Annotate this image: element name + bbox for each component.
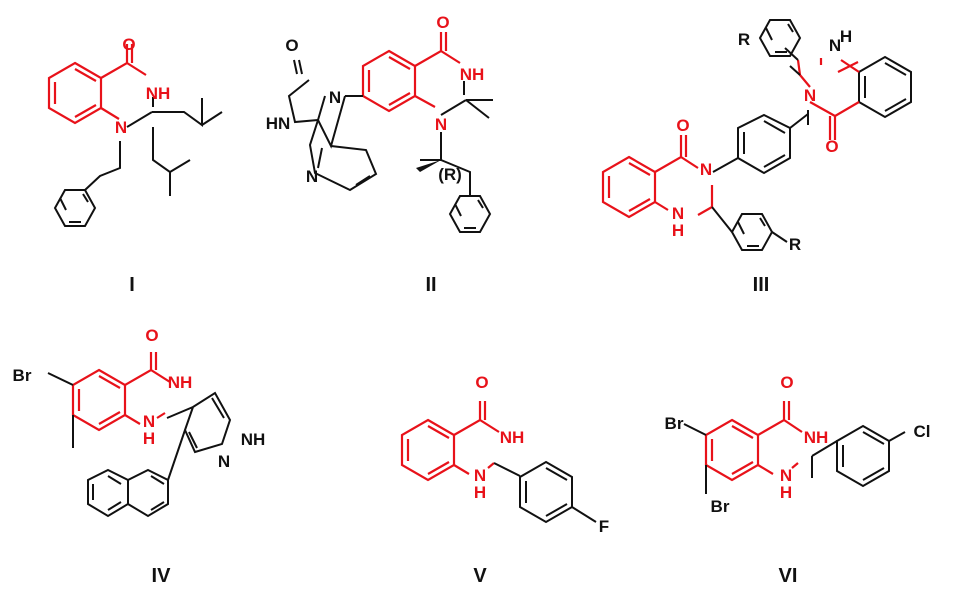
compound-III-core-bottom [601,135,714,219]
compound-VI-atom-br-bottom: Br [711,497,730,516]
compound-II-atom-hn: HN [266,114,291,133]
compound-IV: Br O NH N H NH N IV [13,326,266,587]
compound-II-atom-o-right: O [436,13,449,32]
compound-II-substituents [287,59,493,233]
compound-III-atom-nh-bottom-n: N [672,204,684,223]
compound-II-atom-n-pyr: N [306,167,318,186]
compound-III-label: III [753,274,770,296]
compound-V-atom-nh-low-n: N [474,466,486,485]
compound-II-atom-nh: NH [460,65,485,84]
compound-V-atom-nh: NH [500,428,525,447]
compound-IV-atom-n-pyr: N [218,452,230,471]
compound-II-core [361,32,461,113]
compound-II-atom-n-ring: N [435,115,447,134]
compound-I-core [47,44,147,125]
compound-I-atom-n: N [115,118,127,137]
compound-III-core-top [819,58,859,73]
compound-V-substituents [493,460,597,524]
compound-V-atom-o: O [475,373,488,392]
compound-III-linker [711,19,809,251]
compound-III-atom-nh-top: N [829,36,841,55]
compound-II: O HN N N O NH N (R) II [266,13,493,296]
compound-VI-atom-o: O [780,373,793,392]
compound-I-label: I [129,274,135,296]
compound-II-atom-o-left: O [285,36,298,55]
compound-IV-atom-nh-low-h: H [143,429,155,448]
compound-III-top-benzo [858,55,912,119]
compound-I-atom-nh: NH [146,84,171,103]
compound-IV-atom-nh-low-n: N [143,412,155,431]
compound-III-atom-r-bottom: R [789,235,801,254]
compound-III-atom-nh-top-h: H [840,27,852,46]
compound-VI: Br O NH N H Br Cl VI [665,373,931,587]
compound-IV-substituents [47,372,232,518]
compound-V-atom-nh-low-h: H [474,483,486,502]
compound-V-core [400,401,500,482]
compound-VI-atom-nh-low-h: H [780,483,792,502]
compound-I: O NH N I [47,35,223,296]
compound-IV-atom-nh-pyr: NH [241,430,266,449]
compound-III: R N H N O O N N H R III [601,19,912,296]
compound-VI-substituents [683,423,906,494]
compound-II-label: II [425,274,436,296]
compound-V-atom-f: F [599,517,609,536]
compound-III-atom-nh-bottom-h: H [672,221,684,240]
compound-VI-atom-nh: NH [804,428,829,447]
compound-VI-atom-nh-low-n: N [780,466,792,485]
compound-IV-label: IV [152,565,172,587]
compound-II-atom-n-imid: N [329,88,341,107]
compound-VI-atom-br-top: Br [665,414,684,433]
compound-V-label: V [473,565,487,587]
compound-III-atom-o-top: O [825,137,838,156]
compound-I-substituents [53,97,223,227]
compound-IV-atom-nh: NH [168,373,193,392]
compound-IV-atom-br: Br [13,366,32,385]
compound-V: O NH N H F V [400,373,609,587]
compound-II-stereo-descriptor: (R) [438,165,462,184]
compound-IV-core [71,352,171,432]
compound-I-atom-o: O [122,35,135,54]
compound-VI-atom-cl: Cl [914,422,931,441]
compound-III-atom-n-bottom: N [700,160,712,179]
compound-III-atom-n-top: N [804,86,816,105]
compound-III-atom-o-bottom: O [676,116,689,135]
compound-II-wedge [416,160,441,172]
compound-III-atom-r-top: R [738,30,750,49]
compound-VI-label: VI [779,565,798,587]
compound-IV-atom-o: O [145,326,158,345]
